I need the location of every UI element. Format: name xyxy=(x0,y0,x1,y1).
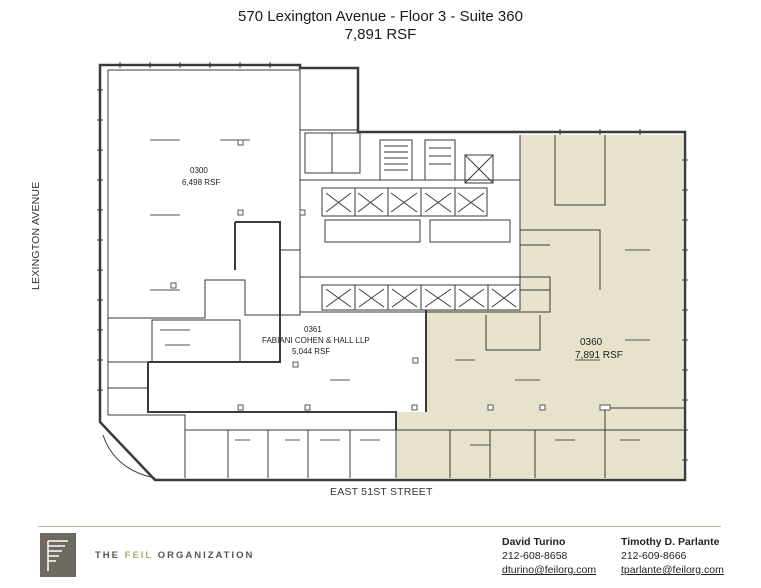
plan-title: 570 Lexington Avenue - Floor 3 - Suite 3… xyxy=(238,8,523,25)
suite-360-highlight xyxy=(396,135,683,478)
suite-361-area: 5,044 RSF xyxy=(292,347,331,356)
org-suffix: ORGANIZATION xyxy=(153,550,255,561)
contact-name: Timothy D. Parlante xyxy=(621,536,720,548)
contact-email-link[interactable]: tparlante@feilorg.com xyxy=(621,564,724,576)
contact-phone: 212-608-8658 xyxy=(502,550,568,562)
suite-300-number: 0300 xyxy=(190,166,208,175)
org-highlight: FEIL xyxy=(124,550,154,561)
suite-361-number: 0361 xyxy=(304,325,322,334)
contact-email-link[interactable]: dturino@feilorg.com xyxy=(502,564,597,576)
suite-360-area: 7,891 RSF xyxy=(575,350,623,361)
feil-logo-icon xyxy=(40,533,76,577)
org-prefix: THE xyxy=(95,550,125,561)
suite-300-boundary xyxy=(107,69,301,319)
street-label-left: LEXINGTON AVENUE xyxy=(30,181,42,290)
bottom-offices xyxy=(184,407,685,478)
suite-360-interior xyxy=(485,135,606,351)
suite-361-boundary xyxy=(148,221,281,363)
suite-360-number: 0360 xyxy=(580,337,603,348)
suite-361-tenant: FABIANI COHEN & HALL LLP xyxy=(262,336,370,345)
window-ticks-top xyxy=(119,62,641,135)
contact-card: Timothy D. Parlante 212-609-8666 tparlan… xyxy=(621,535,724,577)
contact-name: David Turino xyxy=(502,536,566,548)
plan-subtitle-area: 7,891 RSF xyxy=(344,26,417,43)
contact-phone: 212-609-8666 xyxy=(621,550,687,562)
building-outline xyxy=(98,63,687,482)
window-ticks-left xyxy=(97,89,103,391)
contact-card: David Turino 212-608-8658 dturino@feilor… xyxy=(502,535,596,577)
suite-300-area: 6,498 RSF xyxy=(182,178,221,187)
organization-name: THE FEIL ORGANIZATION xyxy=(95,550,254,561)
footer-divider xyxy=(38,526,721,527)
street-label-bottom: EAST 51ST STREET xyxy=(330,486,433,498)
